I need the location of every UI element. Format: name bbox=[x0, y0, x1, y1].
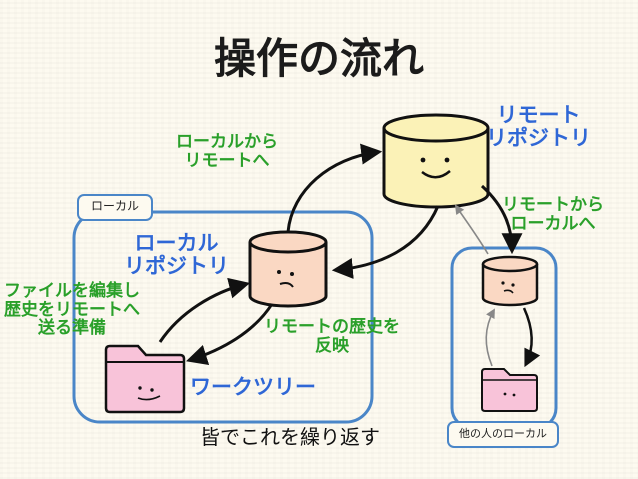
local-to-remote-label: ローカルから リモートへ bbox=[176, 133, 278, 170]
remote-repository-cylinder bbox=[382, 113, 490, 209]
push-arrow bbox=[286, 143, 383, 233]
pull-arrow bbox=[331, 205, 440, 279]
remote-to-local-label-line1: リモートから bbox=[502, 195, 604, 215]
remote-repository-label: リモート リポジトリ bbox=[486, 103, 591, 151]
prepare-label: ファイルを編集し 歴史をリモートへ 送る準備 bbox=[4, 282, 140, 338]
local-to-remote-label-line2: リモートへ bbox=[184, 150, 270, 171]
page-title: 操作の流れ bbox=[213, 34, 424, 83]
reflect-label-line2: 反映 bbox=[315, 335, 349, 356]
others-local-repository-cylinder bbox=[481, 255, 539, 307]
remote-to-local-label: リモートから ローカルへ bbox=[502, 196, 604, 233]
remote-to-local-label-line2: ローカルへ bbox=[510, 213, 596, 234]
remote-repository-label-line1: リモート bbox=[496, 103, 581, 127]
local-repository-cylinder bbox=[248, 230, 328, 308]
reflect-label: リモートの歴史を 反映 bbox=[264, 318, 400, 355]
local-repository-label: ローカル リポジトリ bbox=[124, 231, 229, 279]
others-commit-arrow bbox=[485, 308, 495, 367]
prepare-label-line2: 歴史をリモートへ bbox=[4, 299, 140, 320]
local-tag-box bbox=[77, 194, 153, 221]
checkout-arrow bbox=[185, 303, 274, 366]
others-checkout-arrow bbox=[522, 307, 541, 368]
remote-to-others-arrow bbox=[480, 184, 523, 255]
local-to-remote-label-line1: ローカルから bbox=[176, 132, 278, 152]
working-tree-folder bbox=[104, 344, 186, 414]
local-repository-label-line2: リポジトリ bbox=[124, 254, 229, 279]
commit-arrow bbox=[158, 277, 251, 343]
others-to-remote-arrow bbox=[454, 204, 489, 255]
working-tree-label: ワークツリー bbox=[190, 375, 316, 399]
remote-repository-label-line2: リポジトリ bbox=[486, 126, 591, 151]
others-working-tree-folder bbox=[481, 368, 538, 412]
prepare-label-line1: ファイルを編集し bbox=[4, 281, 140, 301]
others-local-tag-box bbox=[447, 421, 559, 448]
local-repository-label-line1: ローカル bbox=[134, 231, 219, 255]
local-boundary-box bbox=[72, 210, 374, 424]
repeat-caption: 皆でこれを繰り返す bbox=[200, 425, 380, 449]
local-tag: ローカル bbox=[90, 199, 139, 213]
prepare-label-line3: 送る準備 bbox=[38, 318, 106, 339]
others-local-tag: 他の人のローカル bbox=[459, 427, 547, 440]
reflect-label-line1: リモートの歴史を bbox=[264, 317, 400, 337]
